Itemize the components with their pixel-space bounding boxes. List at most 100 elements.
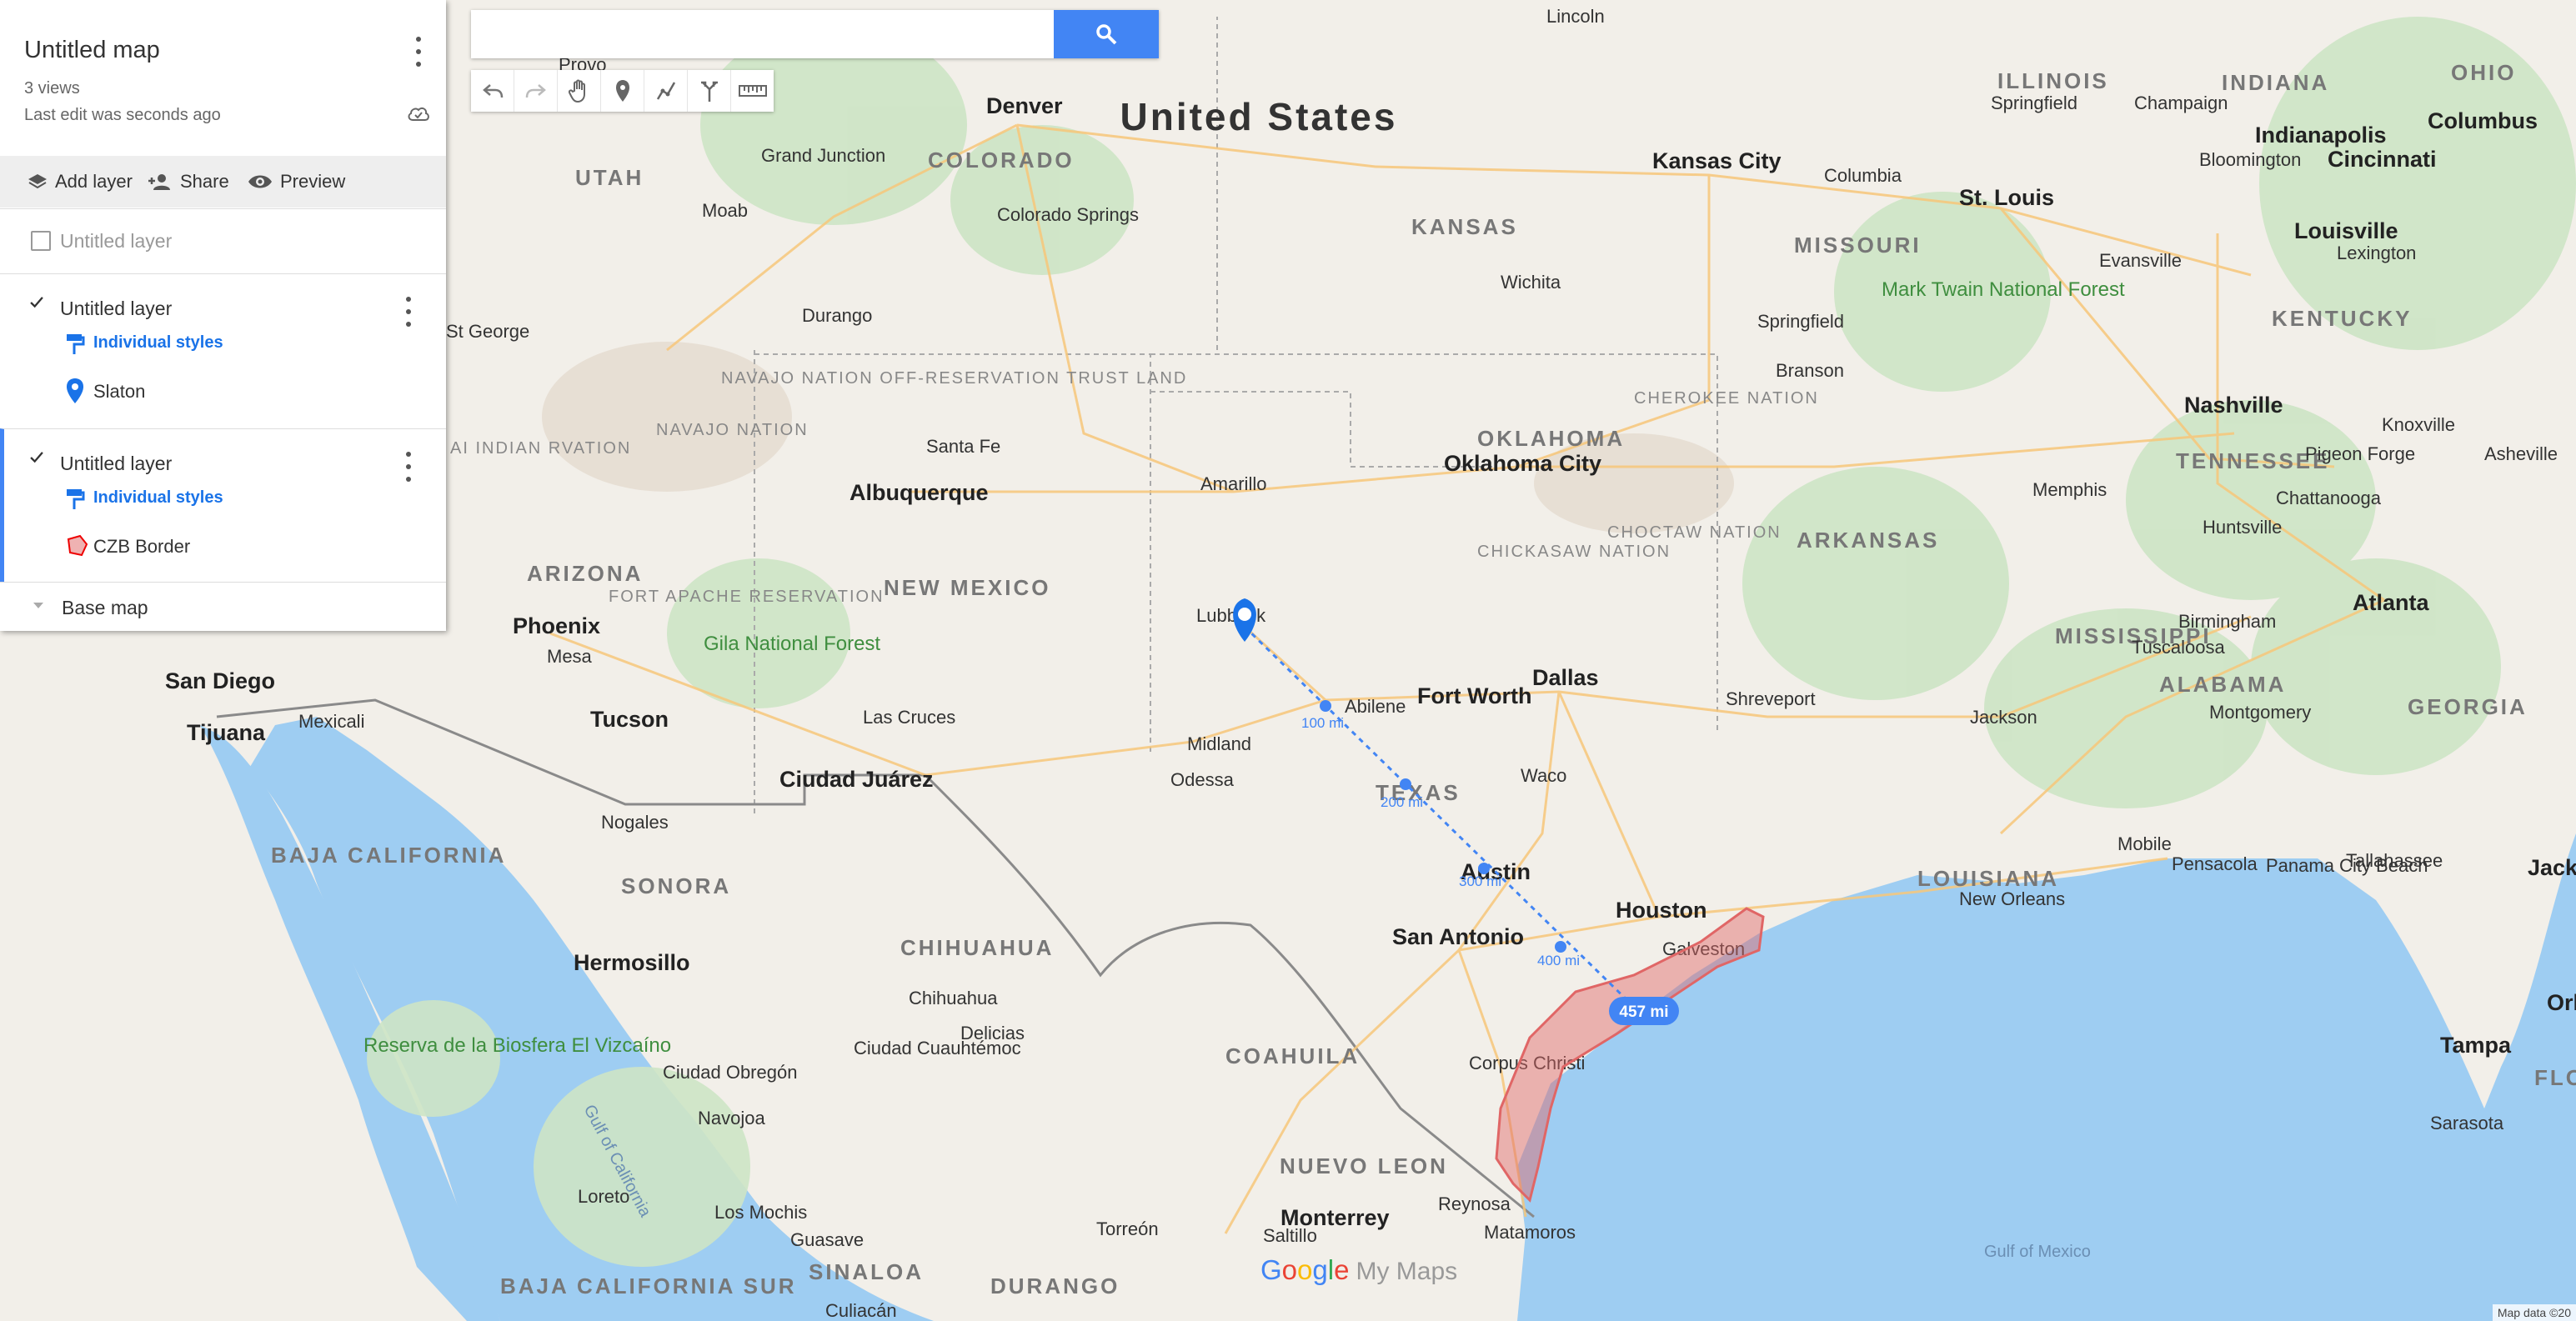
city-label: Nogales xyxy=(601,812,669,833)
last-edit-status: Last edit was seconds ago xyxy=(24,106,221,124)
layer-checkbox[interactable] xyxy=(31,231,51,251)
layer-name[interactable]: Untitled layer xyxy=(60,453,173,474)
city-label: Dallas xyxy=(1532,665,1599,690)
layers-icon xyxy=(28,174,47,189)
city-label: Huntsville xyxy=(2203,517,2282,538)
state-label: COLORADO xyxy=(928,148,1075,173)
city-label: Lexington xyxy=(2337,243,2416,263)
layer-item[interactable]: Untitled layer xyxy=(0,208,446,274)
country-label: United States xyxy=(1120,95,1398,138)
base-map-item[interactable]: Base map xyxy=(0,582,446,632)
state-label: BAJA CALIFORNIA xyxy=(271,843,506,868)
state-label: TENNESSEE xyxy=(2176,448,2330,473)
search-input[interactable] xyxy=(471,10,1050,58)
city-label: Tijuana xyxy=(187,720,266,745)
pan-button[interactable] xyxy=(558,70,601,112)
views-count: 3 views xyxy=(24,79,80,98)
feature-slaton[interactable]: Slaton xyxy=(93,381,146,402)
individual-styles-link[interactable]: Individual styles xyxy=(93,488,223,507)
park-label: Gila National Forest xyxy=(704,633,880,655)
layer-checkbox[interactable] xyxy=(28,294,45,311)
search-button[interactable] xyxy=(1054,10,1159,58)
region-label: FORT APACHE RESERVATION xyxy=(609,588,885,606)
state-label: NUEVO LEON xyxy=(1280,1153,1448,1178)
city-label: Orl xyxy=(2547,990,2576,1015)
city-label: Saltillo xyxy=(1263,1225,1317,1246)
add-layer-button[interactable]: Add layer xyxy=(27,171,133,193)
layer-item[interactable]: Untitled layer Individual styles Slaton xyxy=(0,273,446,429)
search-box xyxy=(471,10,1159,58)
undo-icon xyxy=(482,84,503,98)
base-map-label[interactable]: Base map xyxy=(62,597,148,618)
redo-button[interactable] xyxy=(514,70,558,112)
city-label: Ciudad Juárez xyxy=(779,767,934,792)
distance-mark: 400 mi xyxy=(1537,953,1580,968)
city-label: Abilene xyxy=(1345,696,1406,717)
map-options-icon[interactable] xyxy=(410,37,427,67)
layer-options-icon[interactable] xyxy=(400,297,417,327)
add-marker-button[interactable] xyxy=(601,70,644,112)
city-label: Chattanooga xyxy=(2276,488,2382,508)
map-title[interactable]: Untitled map xyxy=(24,37,160,63)
search-icon xyxy=(1096,24,1117,45)
slaton-marker-icon[interactable] xyxy=(1233,598,1256,642)
share-button[interactable]: Share xyxy=(148,171,229,193)
city-label: Tallahassee xyxy=(2346,850,2443,871)
ruler-icon xyxy=(738,85,767,97)
state-label: FLOR xyxy=(2534,1065,2576,1090)
city-label: Colorado Springs xyxy=(997,204,1139,225)
map-panel: Untitled map 3 views Last edit was secon… xyxy=(0,0,446,631)
state-label: MISSISSIPPI xyxy=(2055,623,2212,648)
state-label: KANSAS xyxy=(1411,214,1518,239)
expand-arrow-icon[interactable] xyxy=(32,601,45,611)
city-label: Tucson xyxy=(590,707,669,732)
city-label: Cincinnati xyxy=(2328,147,2437,172)
distance-mark: 200 mi xyxy=(1381,794,1423,810)
layer-name[interactable]: Untitled layer xyxy=(60,230,173,252)
city-label: Houston xyxy=(1616,898,1706,923)
park-label: Mark Twain National Forest xyxy=(1882,278,2125,301)
layer-options-icon[interactable] xyxy=(400,452,417,482)
state-label: OKLAHOMA xyxy=(1477,426,1625,451)
city-label: Moab xyxy=(702,200,748,221)
map-attribution[interactable]: Map data ©20 xyxy=(2492,1304,2576,1321)
feature-czb-border[interactable]: CZB Border xyxy=(93,536,191,557)
state-label: COAHUILA xyxy=(1225,1043,1360,1068)
individual-styles-link[interactable]: Individual styles xyxy=(93,333,223,352)
region-label: CHICKASAW NATION xyxy=(1477,543,1671,561)
my-maps-label: My Maps xyxy=(1356,1258,1458,1285)
state-label: GEORGIA xyxy=(2408,694,2528,719)
city-label: Chihuahua xyxy=(909,988,998,1008)
region-label: CHEROKEE NATION xyxy=(1634,389,1819,408)
undo-button[interactable] xyxy=(471,70,514,112)
redo-icon xyxy=(525,84,546,98)
city-label: Wichita xyxy=(1501,272,1561,293)
state-label: INDIANA xyxy=(2222,70,2329,95)
city-label: Lincoln xyxy=(1546,6,1605,27)
city-label: Oklahoma City xyxy=(1444,451,1601,476)
hand-icon xyxy=(568,79,585,103)
city-label: Pensacola xyxy=(2172,853,2258,874)
city-label: Tuscaloosa xyxy=(2132,637,2225,658)
layer-name[interactable]: Untitled layer xyxy=(60,298,173,319)
draw-line-button[interactable] xyxy=(644,70,688,112)
city-label: Asheville xyxy=(2484,443,2558,464)
city-label: Loreto xyxy=(578,1186,629,1207)
city-label: Ciudad Cuauhtémoc xyxy=(854,1038,1021,1058)
city-label: Nashville xyxy=(2184,393,2283,418)
city-label: Jackson xyxy=(1970,707,2037,728)
state-label: ARIZONA xyxy=(527,561,643,586)
city-label: Reynosa xyxy=(1438,1193,1511,1214)
measure-button[interactable] xyxy=(731,70,774,112)
layer-item-selected[interactable]: Untitled layer Individual styles CZB Bor… xyxy=(0,428,446,582)
city-label: Sarasota xyxy=(2430,1113,2504,1133)
layer-checkbox[interactable] xyxy=(28,449,45,466)
city-label: Delicias xyxy=(960,1023,1025,1043)
preview-button[interactable]: Preview xyxy=(247,171,345,193)
directions-button[interactable] xyxy=(688,70,731,112)
city-label: Corpus Christi xyxy=(1469,1053,1585,1073)
city-label: Grand Junction xyxy=(761,145,885,166)
city-label: Columbus xyxy=(2428,108,2538,133)
preview-label: Preview xyxy=(280,171,346,192)
